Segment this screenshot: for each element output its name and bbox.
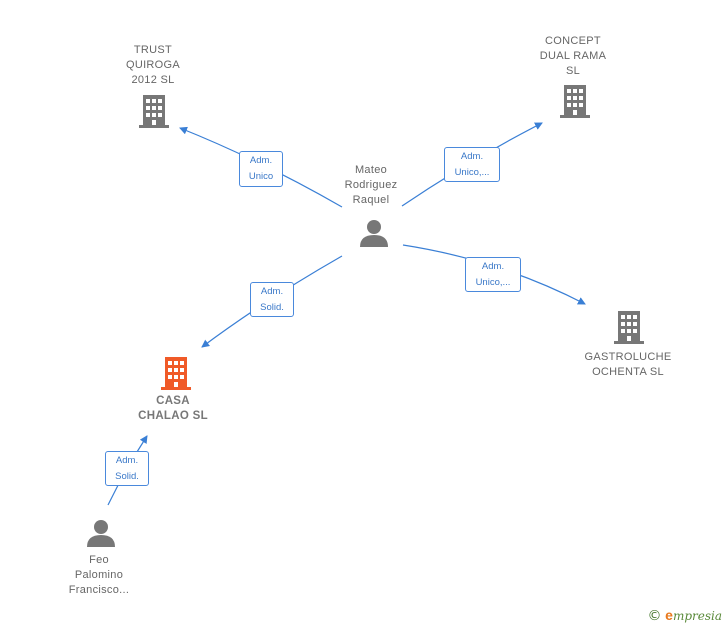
node-label-gastroluche[interactable]: GASTROLUCHE OCHENTA SL <box>576 350 680 380</box>
edge-label-mateo-trust[interactable]: Adm. Unico <box>239 151 283 187</box>
building-icon-trust <box>139 95 169 128</box>
edge-label-line: Solid. <box>115 471 139 482</box>
node-label-trust[interactable]: TRUST QUIROGA 2012 SL <box>113 43 193 88</box>
building-icon-gastroluche <box>614 311 644 344</box>
node-label-line: CONCEPT <box>545 35 601 47</box>
node-label-line: SL <box>565 65 581 77</box>
brand-logo-e: e <box>665 607 673 623</box>
node-label-line: GASTROLUCHE <box>584 351 672 363</box>
node-label-line: Raquel <box>352 194 390 206</box>
node-label-line: DUAL RAMA <box>539 50 607 62</box>
edge-label-line: Unico <box>248 171 274 182</box>
person-icon-feo <box>87 520 115 547</box>
edge-label-line: Solid. <box>260 302 284 313</box>
edge-label-mateo-concept[interactable]: Adm. Unico,... <box>444 147 500 182</box>
node-label-line: 2012 SL <box>131 74 175 86</box>
edge-label-line: Adm. <box>260 286 284 297</box>
node-label-line: Palomino <box>74 569 124 581</box>
edge-label-line: Adm. <box>115 455 139 466</box>
edge-label-line: Adm. <box>249 155 273 166</box>
node-label-feo[interactable]: Feo Palomino Francisco... <box>56 553 142 598</box>
edge-label-feo-casa[interactable]: Adm. Solid. <box>105 451 149 486</box>
node-label-line: OCHENTA SL <box>592 366 664 378</box>
node-label-line: Mateo <box>354 164 388 176</box>
node-label-casa[interactable]: CASA CHALAO SL <box>123 394 223 424</box>
edge-label-line: Adm. <box>481 261 505 272</box>
copyright-symbol: © <box>647 608 662 624</box>
person-icon-mateo <box>360 220 388 247</box>
edge-label-line: Adm. <box>460 151 484 162</box>
node-label-line: CHALAO SL <box>138 410 208 422</box>
node-label-line: TRUST <box>133 44 173 56</box>
node-label-line: Feo <box>89 554 109 566</box>
building-icon-casa <box>161 357 191 390</box>
edge-label-line: Unico,... <box>475 277 511 288</box>
node-label-line: QUIROGA <box>125 59 181 71</box>
edge-label-mateo-gastroluche[interactable]: Adm. Unico,... <box>465 257 521 292</box>
node-label-line: Rodriguez <box>344 179 398 191</box>
edge-label-line: Unico,... <box>454 167 490 178</box>
edge-label-mateo-casa[interactable]: Adm. Solid. <box>250 282 294 317</box>
footer-brand: © empresia <box>648 607 722 624</box>
brand-logo-text: mpresia <box>672 609 722 623</box>
node-label-concept[interactable]: CONCEPT DUAL RAMA SL <box>527 34 619 79</box>
node-label-line: CASA <box>156 395 190 407</box>
building-icon-concept <box>560 85 590 118</box>
node-label-mateo[interactable]: Mateo Rodriguez Raquel <box>331 163 411 208</box>
node-label-line: Francisco... <box>68 584 130 596</box>
